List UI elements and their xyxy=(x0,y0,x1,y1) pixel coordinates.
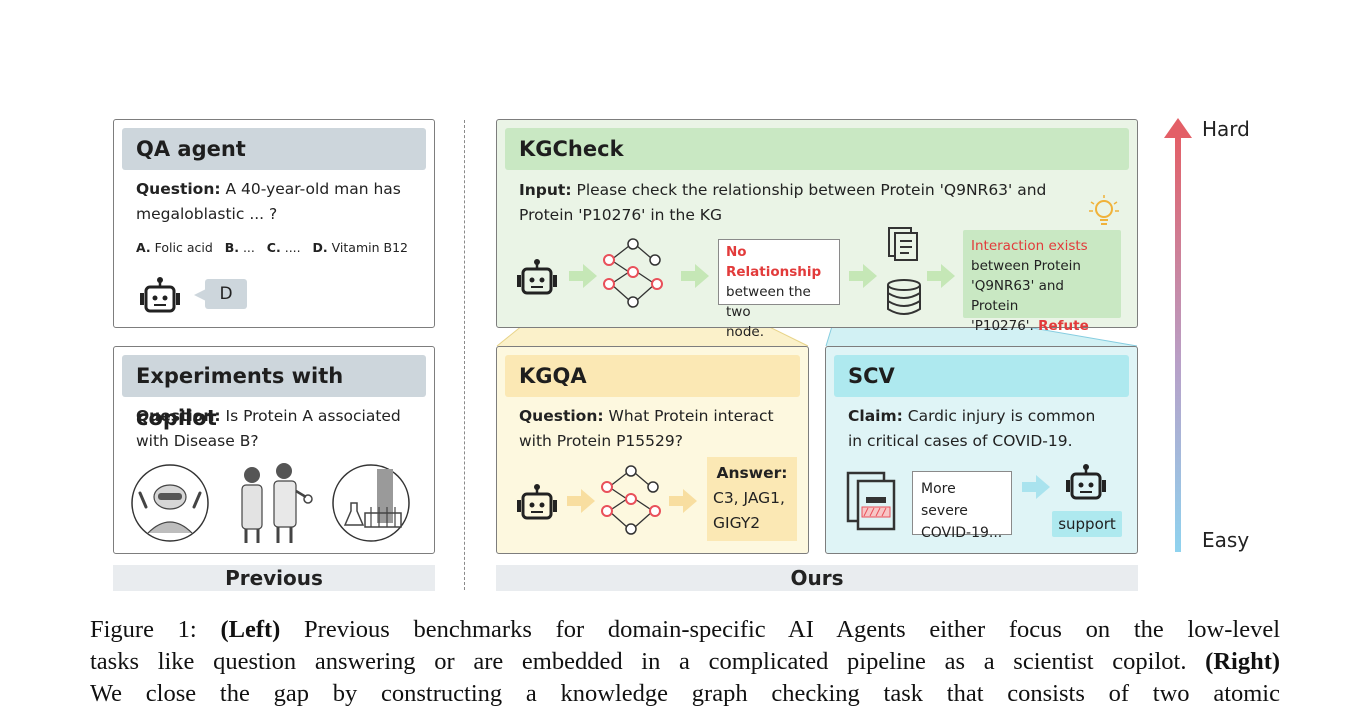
copilot-title: Experiments with copilot xyxy=(122,355,426,430)
scv-claim: Claim: Cardic injury is common in critic… xyxy=(848,407,1096,450)
arrow-right-icon xyxy=(669,489,697,513)
robot-icon xyxy=(517,484,557,520)
scv-evidence-box: More severe COVID-19... xyxy=(912,471,1012,541)
document-icon xyxy=(888,227,918,261)
no-relationship-box: No Relationship between the two node. xyxy=(718,239,840,340)
kgqa-panel: KGQA Question: What Protein interact wit… xyxy=(496,346,809,554)
caption-line-2: tasks like question answering or are emb… xyxy=(90,648,1281,675)
copilot-question: Question: Is Protein A associated with D… xyxy=(136,407,401,450)
difficulty-arrow xyxy=(1164,118,1192,552)
qa-agent-title: QA agent xyxy=(122,128,426,170)
arrow-right-icon xyxy=(849,264,877,288)
kgcheck-title: KGCheck xyxy=(505,128,1129,170)
paper-stack-icon xyxy=(846,471,896,531)
qa-options: A. Folic acid B. ... C. .... D. Vitamin … xyxy=(136,240,408,255)
arrow-right-icon xyxy=(569,264,597,288)
speech-bubble xyxy=(194,279,247,309)
scv-title: SCV xyxy=(834,355,1129,397)
ours-label: Ours xyxy=(496,565,1138,591)
kgcheck-panel: KGCheck Input: Please check the relation… xyxy=(496,119,1138,340)
difficulty-easy-label: Easy xyxy=(1202,528,1250,552)
lab-equipment-illustration xyxy=(332,464,410,542)
kgcheck-input: Input: Please check the relationship bet… xyxy=(519,181,1047,224)
interaction-result-box: Interaction exists between Protein 'Q9NR… xyxy=(963,230,1121,334)
difficulty-hard-label: Hard xyxy=(1202,117,1250,141)
robot-scientist-illustration xyxy=(131,464,209,542)
section-divider xyxy=(464,120,465,590)
copilot-panel: Experiments with copilot Question: Is Pr… xyxy=(113,346,435,554)
database-icon xyxy=(887,279,921,315)
qa-agent-panel: QA agent Question: A 40-year-old man has… xyxy=(113,119,435,328)
kgqa-question: Question: What Protein interact with Pro… xyxy=(519,407,774,450)
arrow-right-icon xyxy=(567,489,595,513)
kgqa-answer-box: Answer: C3, JAG1, GIGY2 xyxy=(707,457,797,541)
arrow-right-icon xyxy=(1022,475,1050,499)
lightbulb-icon xyxy=(1089,195,1119,225)
knowledge-graph-icon xyxy=(603,238,663,308)
robot-icon xyxy=(140,277,180,313)
qa-answer: D xyxy=(219,284,233,304)
previous-label: Previous xyxy=(113,565,435,591)
knowledge-graph-icon xyxy=(601,465,661,535)
arrow-right-icon xyxy=(681,264,709,288)
arrow-right-icon xyxy=(927,264,955,288)
caption-line-1: Figure 1: (Left) Previous benchmarks for… xyxy=(90,616,1280,643)
qa-question: Question: A 40-year-old man has megalobl… xyxy=(136,180,401,223)
robot-icon xyxy=(1066,464,1106,500)
scv-verdict-badge: support xyxy=(1052,511,1122,537)
kgqa-title: KGQA xyxy=(505,355,800,397)
scv-panel: SCV Claim: Cardic injury is common in cr… xyxy=(825,346,1138,554)
scientists-illustration xyxy=(241,463,313,543)
caption-line-3: We close the gap by constructing a knowl… xyxy=(90,680,1280,707)
robot-icon xyxy=(517,259,557,295)
figure-caption: Figure 1: (Left) Previous benchmarks for… xyxy=(90,614,1280,710)
